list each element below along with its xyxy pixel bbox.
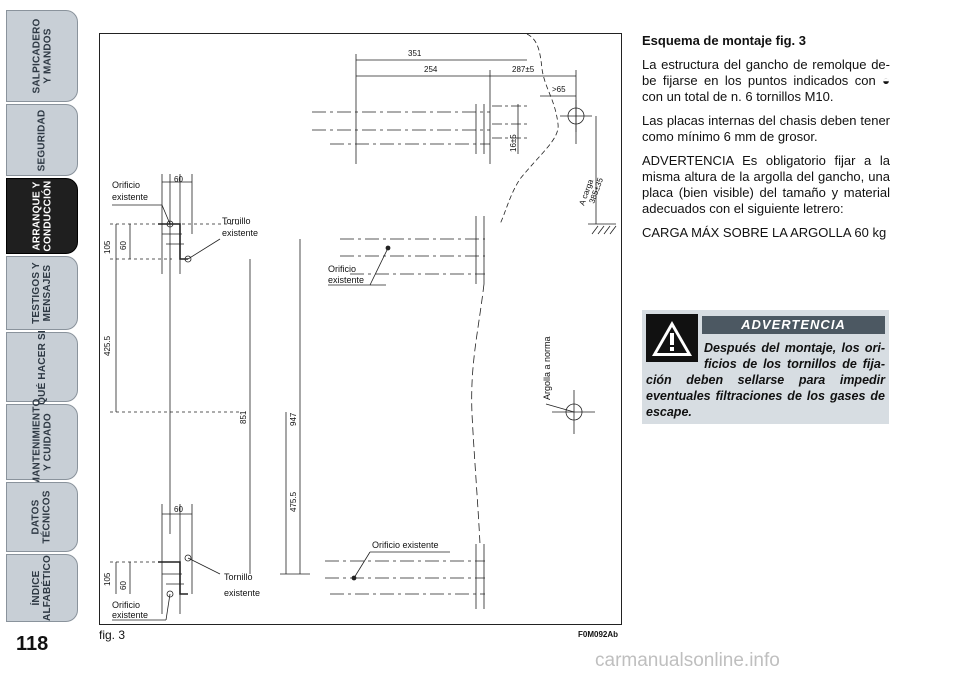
sidebar-tab-que-hacer[interactable]: QUÉ HACER SI: [6, 329, 78, 405]
sidebar-tab-label: QUÉ HACER SI: [36, 329, 48, 405]
label-orificio-4: Orificio: [112, 600, 140, 610]
sidebar-tab-indice[interactable]: ÍNDICE ALFABÉTICO: [6, 554, 78, 622]
dim-60b: 60: [119, 241, 128, 250]
label-tornillo-1b: existente: [222, 228, 258, 238]
sidebar-tab-testigos[interactable]: TESTIGOS Y MENSAJES: [6, 256, 78, 330]
dim-105a: 105: [103, 240, 112, 254]
dim-60a: 60: [174, 175, 183, 184]
label-orificio-3: Orificio existente: [372, 540, 439, 550]
dim-254: 254: [424, 65, 438, 74]
warning-title: ADVERTENCIA: [702, 316, 885, 334]
warning-text-body: Después del montaje, los ori-ficios de l…: [646, 341, 885, 419]
sidebar-tab-arranque[interactable]: ARRANQUE Y CONDUCCIÓN: [6, 178, 78, 254]
warning-triangle-icon: [646, 314, 698, 362]
sidebar-tab-seguridad[interactable]: SEGURIDAD: [6, 104, 78, 176]
label-argolla: Argolla a norma: [542, 336, 552, 400]
label-tornillo-2b: existente: [224, 588, 260, 598]
dim-287: 287±5: [512, 65, 535, 74]
label-orificio-2b: existente: [328, 275, 364, 285]
sidebar-tab-label: SEGURIDAD: [36, 109, 48, 171]
paragraph-2: Las placas internas del chasis deben ten…: [642, 113, 890, 144]
figure-code: F0M092Ab: [578, 630, 619, 639]
paragraph-1-text: La estructura del gancho de remolque de-…: [642, 57, 890, 88]
watermark: carmanualsonline.info: [595, 650, 780, 671]
dim-851: 851: [239, 410, 248, 424]
sidebar-tab-datos[interactable]: DATOS TÉCNICOS: [6, 482, 78, 552]
label-orificio-1: Orificio: [112, 180, 140, 190]
dim-60d: 60: [119, 581, 128, 590]
dim-16: 16±5: [509, 134, 518, 152]
label-tornillo-1: Tornillo: [222, 216, 251, 226]
sidebar-tab-salpicadero[interactable]: SALPICADERO Y MANDOS: [6, 10, 78, 102]
dim-947: 947: [289, 412, 298, 426]
label-orificio-2: Orificio: [328, 264, 356, 274]
sidebar-tab-label: ÍNDICE ALFABÉTICO: [30, 555, 53, 621]
figure-caption: fig. 3: [99, 628, 126, 642]
sidebar-tab-label: ARRANQUE Y CONDUCCIÓN: [31, 180, 54, 252]
dim-425: 425.5: [103, 335, 112, 356]
warning-text: Después del montaje, los ori-ficios de l…: [646, 340, 885, 420]
paragraph-3: ADVERTENCIA Es obligatorio fijar a la mi…: [642, 153, 890, 216]
fixing-point-icon: ◒: [882, 73, 890, 88]
content-column: Esquema de montaje fig. 3 La estructura …: [642, 33, 890, 249]
dim-60c: 60: [174, 505, 183, 514]
sidebar-tab-label: SALPICADERO Y MANDOS: [31, 18, 54, 94]
sidebar-tab-mantenimiento[interactable]: MANTENIMIENTO Y CUIDADO: [6, 399, 78, 485]
sidebar-tab-label: DATOS TÉCNICOS: [31, 490, 53, 544]
mounting-diagram: 351 254 287±5 >65 16±5 A carga 385±35 Or…: [99, 33, 622, 625]
dim-105b: 105: [103, 572, 112, 586]
paragraph-1: La estructura del gancho de remolque de-…: [642, 57, 890, 105]
label-tornillo-2: Tornillo: [224, 572, 253, 582]
label-orificio-1b: existente: [112, 192, 148, 202]
dim-475: 475.5: [289, 491, 298, 512]
warning-box: ADVERTENCIA Después del montaje, los ori…: [642, 310, 889, 424]
dim-351: 351: [408, 49, 422, 58]
paragraph-4: CARGA MÁX SOBRE LA ARGOLLA 60 kg: [642, 225, 887, 240]
label-orificio-4b: existente: [112, 610, 148, 620]
section-heading: Esquema de montaje fig. 3: [642, 33, 806, 48]
sidebar-tab-label: TESTIGOS Y MENSAJES: [31, 262, 53, 324]
sidebar-tab-label: MANTENIMIENTO Y CUIDADO: [31, 398, 54, 486]
paragraph-1-text-end: con un total de n. 6 tornillos M10.: [642, 89, 834, 104]
dim-65: >65: [552, 85, 566, 94]
page-number: 118: [16, 633, 49, 655]
